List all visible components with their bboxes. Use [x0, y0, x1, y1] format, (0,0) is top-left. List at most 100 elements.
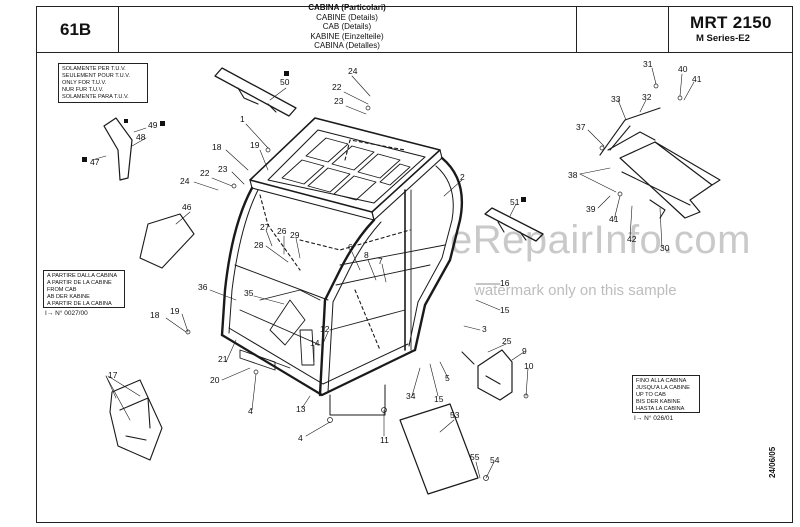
part-callout-33: 33	[611, 94, 621, 104]
watermark-sample: watermark only on this sample	[474, 282, 677, 299]
from-cab-note-line: AB DER KABINE	[47, 294, 90, 300]
part-callout-36: 36	[198, 282, 208, 292]
part-callout-34: 34	[406, 391, 416, 401]
model-name: MRT 2150	[690, 13, 772, 32]
part-callout-9: 9	[522, 346, 527, 356]
arrow-right-icon: I→	[45, 310, 54, 317]
tuv-note-line: NUR FUR T.U.V.	[62, 87, 104, 93]
part-callout-14: 14	[310, 338, 320, 348]
header-separator	[668, 6, 669, 52]
page-number: 61B	[60, 20, 92, 39]
tuv-note-line: SEULEMENT POUR T.U.V.	[62, 73, 130, 79]
fasteners	[185, 83, 683, 481]
part-callout-46: 46	[182, 202, 192, 212]
up-to-cab-note-line: HASTA LA CABINA	[636, 406, 685, 412]
handle-part	[103, 117, 133, 181]
part-callout-4: 4	[298, 433, 303, 443]
up-to-cab-note-line: UP TO CAB	[636, 392, 666, 398]
side-bar-part	[484, 207, 544, 242]
title-line: CABINE (Details)	[316, 12, 378, 22]
title-line: CAB (Details)	[322, 22, 372, 32]
model-series: M Series-E2	[696, 33, 750, 44]
roof-bar-part	[214, 67, 297, 117]
part-callout-19: 19	[250, 140, 260, 150]
part-callout-3: 3	[482, 324, 487, 334]
part-callout-42: 42	[627, 234, 637, 244]
mirror-part	[461, 349, 513, 401]
title-line: CABINA (Detalles)	[314, 41, 380, 51]
part-callout-18: 18	[150, 310, 160, 320]
part-callout-25: 25	[502, 336, 512, 346]
part-callout-11: 11	[380, 435, 389, 445]
part-callout-39: 39	[586, 204, 596, 214]
part-callout-41: 41	[692, 74, 702, 84]
part-callout-10: 10	[524, 361, 534, 371]
part-callout-31: 31	[643, 59, 653, 69]
part-callout-40: 40	[678, 64, 688, 74]
part-callout-35: 35	[244, 288, 254, 298]
part-callout-38: 38	[568, 170, 578, 180]
part-callout-7: 7	[378, 256, 383, 266]
part-callout-53: 53	[450, 410, 460, 420]
part-callout-27: 27	[260, 222, 270, 232]
part-callout-15: 15	[434, 394, 444, 404]
drawing-frame	[36, 6, 793, 523]
cover-plate-part	[399, 403, 479, 495]
up-to-cab-note-line: BIS DER KABINE	[636, 399, 681, 405]
from-cab-note-line: A PARTIR DE LA CABINE	[47, 280, 112, 286]
part-callout-24: 24	[180, 176, 190, 186]
part-callout-37: 37	[576, 122, 586, 132]
part-callout-21: 21	[218, 354, 228, 364]
part-callout-13: 13	[296, 404, 306, 414]
title-line: CABINA (Particolari)	[308, 3, 386, 12]
right-beam-assembly	[599, 107, 721, 219]
part-callout-24: 24	[348, 66, 358, 76]
part-callout-32: 32	[642, 92, 652, 102]
panel-plate-part	[139, 213, 195, 269]
page-title: CABINA (Particolari) CABINE (Details) CA…	[118, 3, 576, 51]
header-separator	[576, 6, 577, 52]
part-callout-5: 5	[445, 373, 450, 383]
up-to-cab-number-text: N° 026/01	[644, 415, 674, 422]
tuv-note-line: ONLY FOR T.U.V.	[62, 80, 107, 86]
part-callout-4: 4	[248, 406, 253, 416]
part-callout-49: 49	[148, 120, 158, 130]
tuv-note-line: SOLAMENTE PER T.U.V.	[62, 66, 126, 72]
up-to-cab-number: I→ N° 026/01	[634, 415, 673, 422]
part-callout-2: 2	[460, 172, 465, 182]
part-callout-29: 29	[290, 230, 300, 240]
header-divider	[36, 52, 793, 53]
tuv-note-line: SOLAMENTE PARA T.U.V.	[62, 94, 129, 100]
tuv-note-box: SOLAMENTE PER T.U.V. SEULEMENT POUR T.U.…	[58, 63, 148, 103]
bracket-part	[109, 379, 163, 461]
part-callout-47: 47	[90, 157, 100, 167]
part-callout-55: 55	[470, 452, 480, 462]
up-to-cab-note-line: JUSQU'A LA CABINE	[636, 385, 690, 391]
part-callout-26: 26	[277, 226, 287, 236]
from-cab-note-line: A PARTIRE DALLA CABINA	[47, 273, 118, 279]
up-to-cab-note-line: FINO ALLA CABINA	[636, 378, 687, 384]
part-callout-6: 6	[348, 242, 353, 252]
part-callout-30: 30	[660, 243, 670, 253]
part-callout-23: 23	[334, 96, 344, 106]
from-cab-note-line: A PARTIR DE LA CABINA	[47, 301, 112, 307]
part-callout-22: 22	[200, 168, 210, 178]
from-cab-note-line: FROM CAB	[47, 287, 77, 293]
part-callout-17: 17	[108, 370, 118, 380]
part-callout-16: 16	[500, 278, 510, 288]
cab-frame	[220, 139, 464, 416]
part-callout-18: 18	[212, 142, 222, 152]
part-callout-12: 12	[320, 324, 330, 334]
part-callout-1: 1	[240, 114, 245, 124]
from-cab-number-text: N° 0027/00	[55, 310, 88, 317]
part-callout-8: 8	[364, 250, 369, 260]
part-callout-20: 20	[210, 375, 220, 385]
part-callout-28: 28	[254, 240, 264, 250]
header-separator	[118, 6, 119, 52]
from-cab-note-box: A PARTIRE DALLA CABINA A PARTIR DE LA CA…	[43, 270, 125, 308]
part-callout-51: 51	[510, 197, 520, 207]
part-callout-15: 15	[500, 305, 510, 315]
document-date-id: 24/06/05	[768, 446, 777, 478]
